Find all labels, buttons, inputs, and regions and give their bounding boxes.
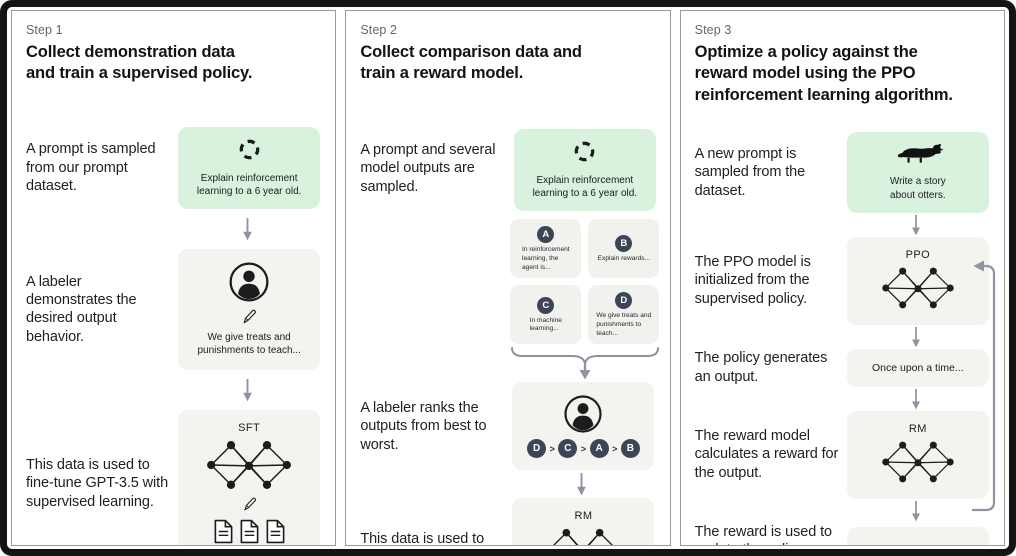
step-1-panel: Step 1 Collect demonstration data and tr… <box>11 10 337 546</box>
down-arrow-icon <box>242 217 253 241</box>
rank-chip: A <box>589 439 609 459</box>
otter-icon <box>892 142 944 165</box>
dashed-circle-icon <box>572 139 597 164</box>
down-arrow-icon <box>576 472 587 496</box>
rm-label: RM <box>574 510 593 523</box>
reward-symbol: r <box>912 538 919 545</box>
person-icon <box>228 261 270 303</box>
pencil-icon <box>240 308 258 326</box>
step-2-panel: Step 2 Collect comparison data and train… <box>345 10 671 546</box>
rank-separator: > <box>580 443 587 454</box>
reward-box: rk <box>846 527 989 545</box>
step-2-rm-caption: This data is used to train our reward mo… <box>360 530 485 546</box>
step-2-title: Collect comparison data and train a rewa… <box>360 43 582 83</box>
down-arrow-icon <box>242 378 253 402</box>
rank-chip: D <box>527 439 547 459</box>
curly-brace-icon <box>511 347 660 380</box>
step-3-panel: Step 3 Optimize a policy against the rew… <box>679 10 1005 546</box>
prompt-box-text: Explain reinforcement learning to a 6 ye… <box>196 172 302 198</box>
prompt-box: Explain reinforcement learning to a 6 ye… <box>178 126 321 210</box>
sft-label: SFT <box>238 421 261 434</box>
step-3-rm-caption: The reward model calculates a reward for… <box>694 428 839 481</box>
option-d: D We give treats and punishments to teac… <box>588 285 660 345</box>
person-icon <box>563 394 603 434</box>
step-3-output-caption: The policy generates an output. <box>694 350 828 385</box>
labeler-box: We give treats and punishments to teach.… <box>178 249 321 370</box>
rank-separator: > <box>612 443 618 454</box>
neural-network-icon <box>541 526 625 546</box>
prompt-box: Write a story about otters. <box>846 132 989 213</box>
option-a-text: In reinforcement learning, the agent is.… <box>522 246 570 271</box>
rm-label: RM <box>908 422 927 435</box>
document-icon <box>213 519 234 544</box>
step-2-prompt-caption: A prompt and several model outputs are s… <box>360 141 496 195</box>
step-2-rank-caption: A labeler ranks the outputs from best to… <box>360 399 487 453</box>
option-c-badge: C <box>537 296 555 314</box>
option-d-text: We give treats and punishments to teach.… <box>596 312 652 337</box>
rm-model-box: RM D > C > A > B <box>512 498 655 546</box>
documents-icons <box>213 519 286 544</box>
ppo-label: PPO <box>905 248 931 261</box>
option-b: B Explain rewards... <box>588 219 660 279</box>
option-d-badge: D <box>615 292 633 310</box>
option-b-badge: B <box>615 234 633 252</box>
option-a: A In reinforcement learning, the agent i… <box>510 219 582 279</box>
ranking-box: D > C > A > B <box>512 382 655 471</box>
rm-model-box: RM <box>846 410 989 499</box>
sft-model-box: SFT <box>178 409 321 545</box>
labeler-box-text: We give treats and punishments to teach.… <box>197 332 301 357</box>
output-box: Once upon a time... <box>846 348 989 387</box>
step-2-label: Step 2 <box>360 23 398 37</box>
rank-separator: > <box>549 443 555 454</box>
neural-network-icon <box>205 438 293 492</box>
dashed-circle-icon <box>237 137 262 162</box>
step-1-title: Collect demonstration data and train a s… <box>26 43 253 83</box>
option-a-badge: A <box>537 226 555 244</box>
prompt-box: Explain reinforcement learning to a 6 ye… <box>513 128 656 212</box>
down-arrow-icon <box>911 388 921 410</box>
step-3-reward-caption: The reward is used to update the policy … <box>694 523 832 545</box>
step-3-title: Optimize a policy against the reward mod… <box>694 43 953 104</box>
down-arrow-icon <box>911 500 921 522</box>
step-3-label: Step 3 <box>694 23 732 37</box>
prompt-box-text: Explain reinforcement learning to a 6 ye… <box>532 174 638 200</box>
option-c-text: In machine learning... <box>529 316 562 333</box>
ppo-model-box: PPO <box>846 236 989 325</box>
ranking-row: D > C > A > B <box>527 439 640 459</box>
step-1-label: Step 1 <box>26 23 63 37</box>
option-b-text: Explain rewards... <box>597 254 651 262</box>
pencil-icon <box>241 496 258 513</box>
neural-network-icon <box>878 265 958 311</box>
prompt-box-text: Write a story about otters. <box>889 176 946 201</box>
option-c: C In machine learning... <box>510 285 582 345</box>
neural-network-icon <box>878 439 958 485</box>
step-1-sft-caption: This data is used to fine-tune GPT-3.5 w… <box>26 457 169 510</box>
document-icon <box>265 519 286 544</box>
document-icon <box>239 519 260 544</box>
rank-chip: B <box>620 439 640 459</box>
down-arrow-icon <box>911 214 921 236</box>
rank-chip: C <box>558 439 578 459</box>
step-1-labeler-caption: A labeler demonstrates the desired outpu… <box>26 273 137 345</box>
output-options: A In reinforcement learning, the agent i… <box>510 219 660 345</box>
step-3-ppo-caption: The PPO model is initialized from the su… <box>694 254 811 307</box>
down-arrow-icon <box>911 326 921 348</box>
step-1-prompt-caption: A prompt is sampled from our prompt data… <box>26 141 156 195</box>
step-3-prompt-caption: A new prompt is sampled from the dataset… <box>694 145 806 199</box>
